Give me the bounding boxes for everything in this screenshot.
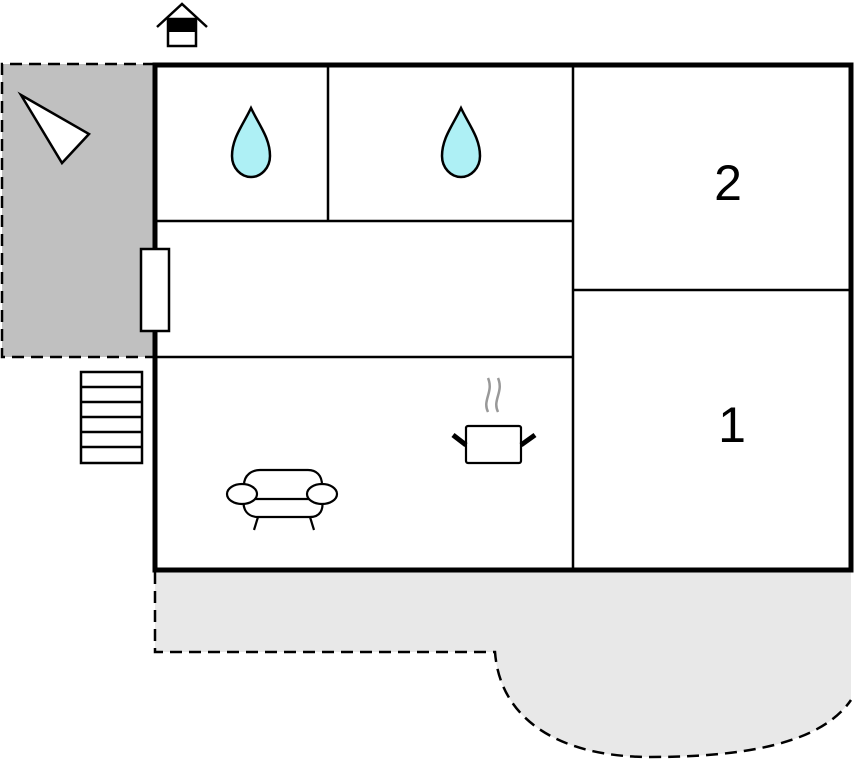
water-drop-icon bbox=[230, 105, 272, 179]
covered-area bbox=[2, 64, 155, 357]
cooking-pot-icon bbox=[451, 377, 537, 465]
entrance-door bbox=[139, 247, 171, 333]
room-label-1: 1 bbox=[718, 397, 746, 453]
water-drop-icon bbox=[440, 105, 482, 179]
stairs-icon bbox=[79, 370, 144, 465]
interior-walls bbox=[155, 65, 851, 570]
room-label-2: 2 bbox=[714, 155, 742, 211]
terrace bbox=[155, 572, 851, 757]
terrace-outline bbox=[153, 572, 853, 759]
covered-area-outline bbox=[0, 62, 155, 359]
armchair-icon bbox=[225, 468, 339, 531]
north-arrow-icon bbox=[17, 91, 91, 166]
entrance-house-icon bbox=[156, 2, 208, 48]
